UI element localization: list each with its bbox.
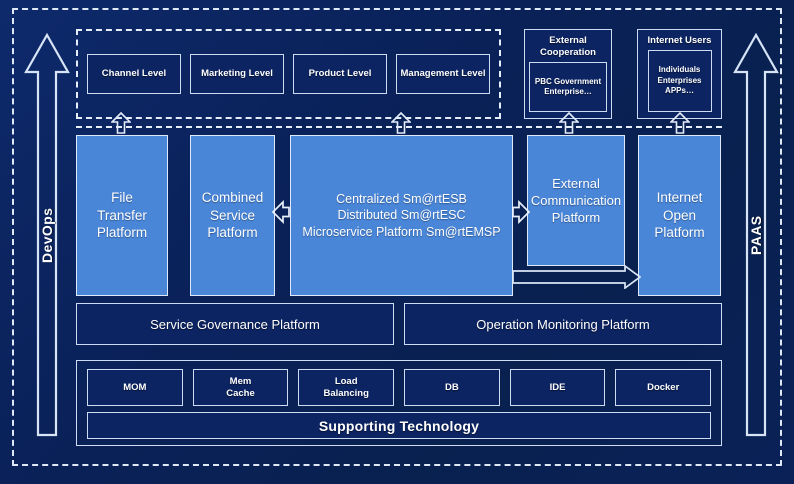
tech-box-db[interactable]: DB xyxy=(404,369,500,406)
external-cooperation-title: External Cooperation xyxy=(540,35,596,58)
platform-internet-open[interactable]: Internet Open Platform xyxy=(638,135,721,296)
internet-users-detail: Individuals Enterprises APPs… xyxy=(647,49,712,112)
outer-dashed-frame xyxy=(12,8,782,466)
external-cooperation-box[interactable]: External Cooperation PBC Government Ente… xyxy=(524,29,612,119)
internet-users-box[interactable]: Internet Users Individuals Enterprises A… xyxy=(637,29,722,119)
connector-long-arrow-core-to-internet-open xyxy=(513,265,641,289)
paas-rail: PAAS xyxy=(733,32,779,438)
platform-external-communication[interactable]: External Communication Platform xyxy=(527,135,625,266)
devops-rail: DevOps xyxy=(24,32,70,438)
paas-label: PAAS xyxy=(748,215,764,255)
level-box-product[interactable]: Product Level xyxy=(293,54,387,94)
operation-monitoring-platform[interactable]: Operation Monitoring Platform xyxy=(404,303,722,345)
up-arrow-icon xyxy=(559,112,579,134)
up-arrow-icon xyxy=(391,112,411,134)
service-governance-platform[interactable]: Service Governance Platform xyxy=(76,303,394,345)
internet-users-title: Internet Users xyxy=(647,35,712,46)
level-box-channel[interactable]: Channel Level xyxy=(87,54,181,94)
tech-box-ide[interactable]: IDE xyxy=(509,369,606,406)
up-arrow-icon xyxy=(733,32,779,437)
level-box-management[interactable]: Management Level xyxy=(396,54,490,94)
technology-row: MOM Mem Cache Load Balancing DB IDE Dock… xyxy=(87,369,712,406)
arrow-left-icon xyxy=(272,200,290,224)
connector-right-arrow-core-to-external-comm xyxy=(512,200,530,224)
arrow-right-icon xyxy=(513,265,641,289)
consumer-band: Channel Level Marketing Level Product Le… xyxy=(76,29,501,119)
connector-up-arrow-internet-users xyxy=(670,112,690,134)
band-separator-line xyxy=(76,126,722,128)
tech-box-docker[interactable]: Docker xyxy=(615,369,712,406)
tech-box-mom[interactable]: MOM xyxy=(87,369,183,406)
up-arrow-icon xyxy=(24,32,70,437)
tech-box-load-balancing[interactable]: Load Balancing xyxy=(298,369,395,406)
external-cooperation-detail: PBC Government Enterprise… xyxy=(529,62,607,112)
level-row: Channel Level Marketing Level Product Le… xyxy=(78,31,499,117)
connector-left-arrow-core-to-combined xyxy=(272,200,290,224)
level-box-marketing[interactable]: Marketing Level xyxy=(190,54,284,94)
connector-up-arrow-channel xyxy=(111,112,131,134)
supporting-technology-bar: Supporting Technology xyxy=(87,412,711,439)
tech-box-mem-cache[interactable]: Mem Cache xyxy=(192,369,289,406)
platform-combined-service[interactable]: Combined Service Platform xyxy=(190,135,275,296)
supporting-technology-panel: MOM Mem Cache Load Balancing DB IDE Dock… xyxy=(76,360,722,446)
platform-file-transfer[interactable]: File Transfer Platform xyxy=(76,135,168,296)
up-arrow-icon xyxy=(111,112,131,134)
arrow-right-icon xyxy=(512,200,530,224)
connector-up-arrow-external-cooperation xyxy=(559,112,579,134)
devops-label: DevOps xyxy=(39,207,55,263)
up-arrow-icon xyxy=(670,112,690,134)
platform-core-esb[interactable]: Centralized Sm@rtESB Distributed Sm@rtES… xyxy=(290,135,513,296)
connector-up-arrow-management xyxy=(391,112,411,134)
